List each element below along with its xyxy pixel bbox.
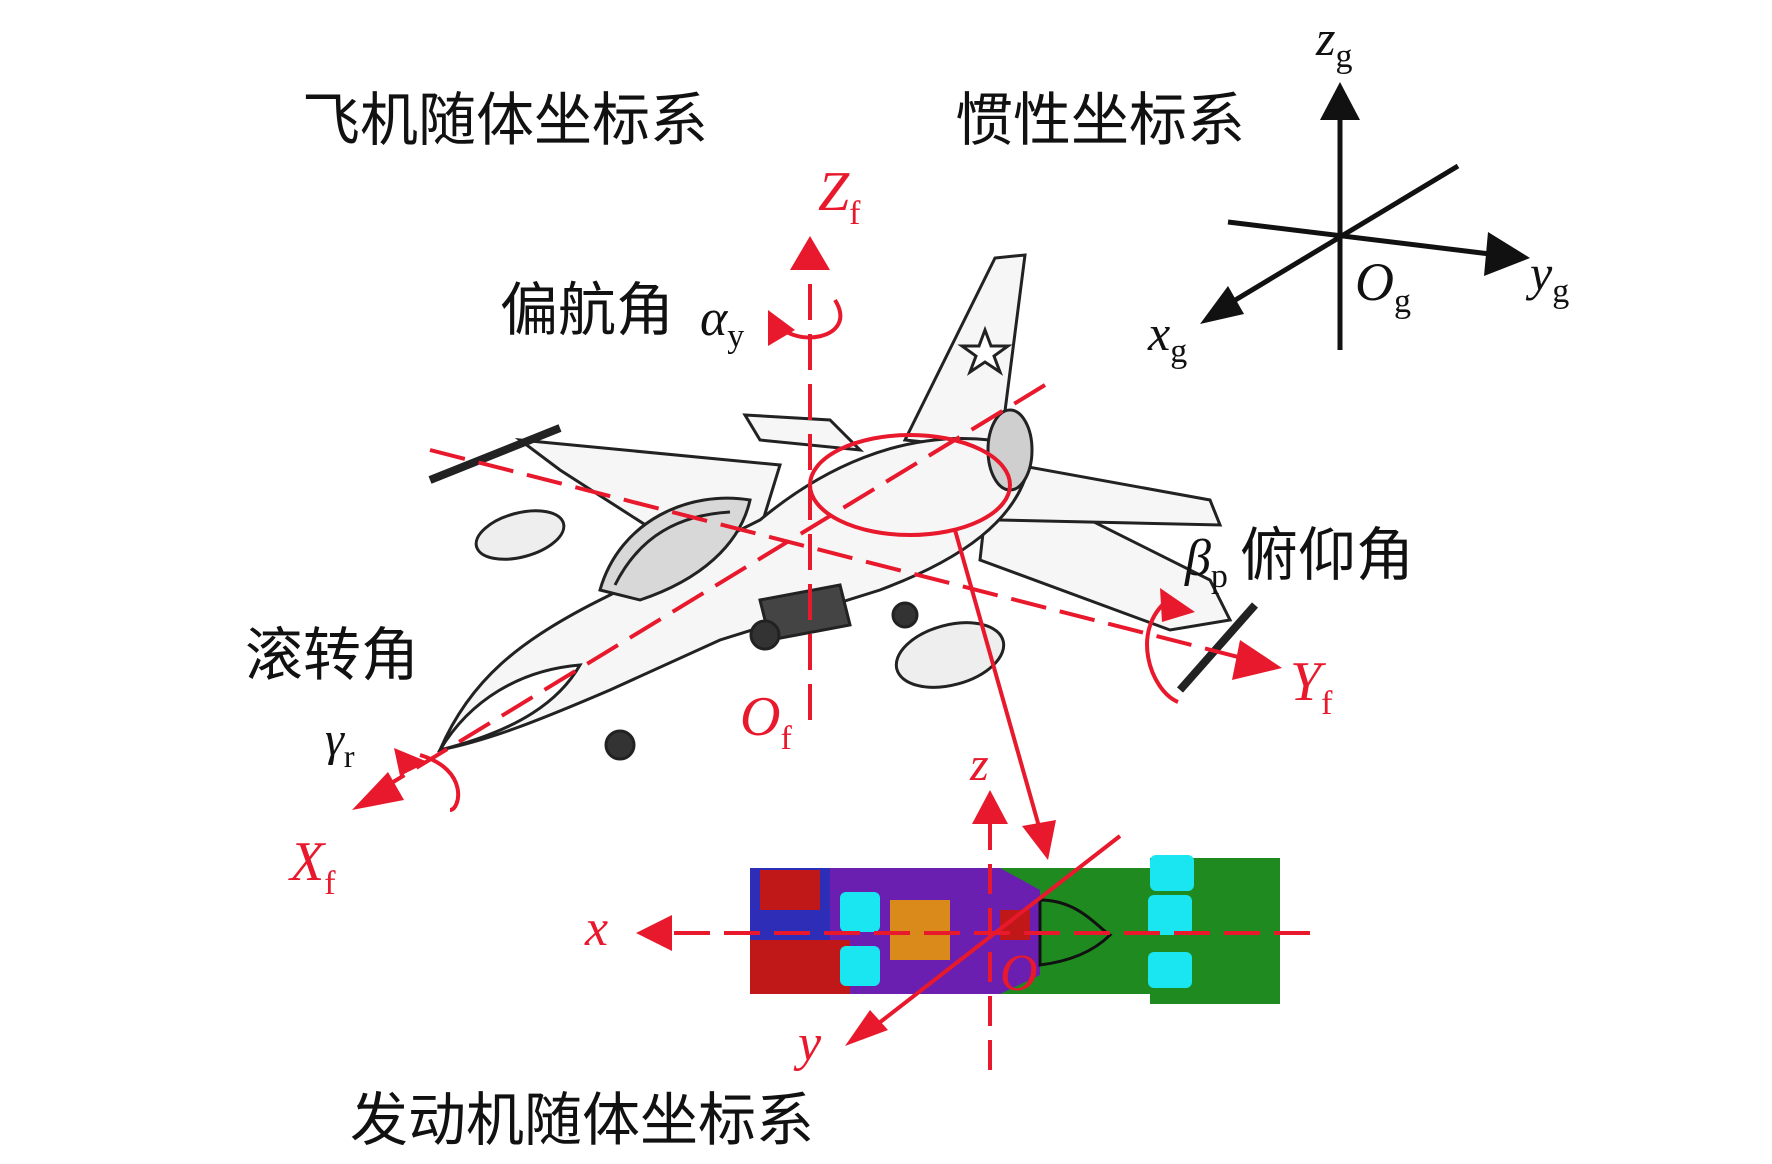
- xg-label: xg: [1147, 305, 1187, 370]
- roll-label: 滚转角: [245, 621, 419, 689]
- yg-label: yg: [1525, 245, 1569, 310]
- engine-axes: [636, 790, 1310, 1070]
- zf-label: Zf: [818, 161, 861, 232]
- inertial-axes: [1200, 82, 1530, 350]
- inertial-frame-title: 惯性坐标系: [955, 86, 1245, 154]
- pitch-label: 俯仰角: [1240, 521, 1414, 589]
- og-label: Og: [1355, 252, 1411, 320]
- yf-label: Yf: [1290, 651, 1333, 722]
- engine-o-label: O: [1000, 945, 1038, 1002]
- engine-frame-title: 发动机随体坐标系: [350, 1086, 814, 1154]
- aircraft-axes: [352, 236, 1282, 860]
- alpha-y-label: αy: [700, 290, 744, 355]
- yaw-label: 偏航角: [500, 276, 674, 344]
- engine-z-label: z: [969, 738, 989, 791]
- xf-label: Xf: [288, 831, 336, 902]
- aircraft-frame-title: 飞机随体坐标系: [302, 86, 708, 154]
- beta-p-label: βp: [1184, 530, 1228, 595]
- engine-x-label: x: [584, 900, 608, 957]
- gamma-r-label: γr: [325, 713, 355, 774]
- zg-label: zg: [1315, 10, 1352, 75]
- engine-y-label: y: [793, 1015, 822, 1072]
- of-label: Of: [740, 686, 792, 757]
